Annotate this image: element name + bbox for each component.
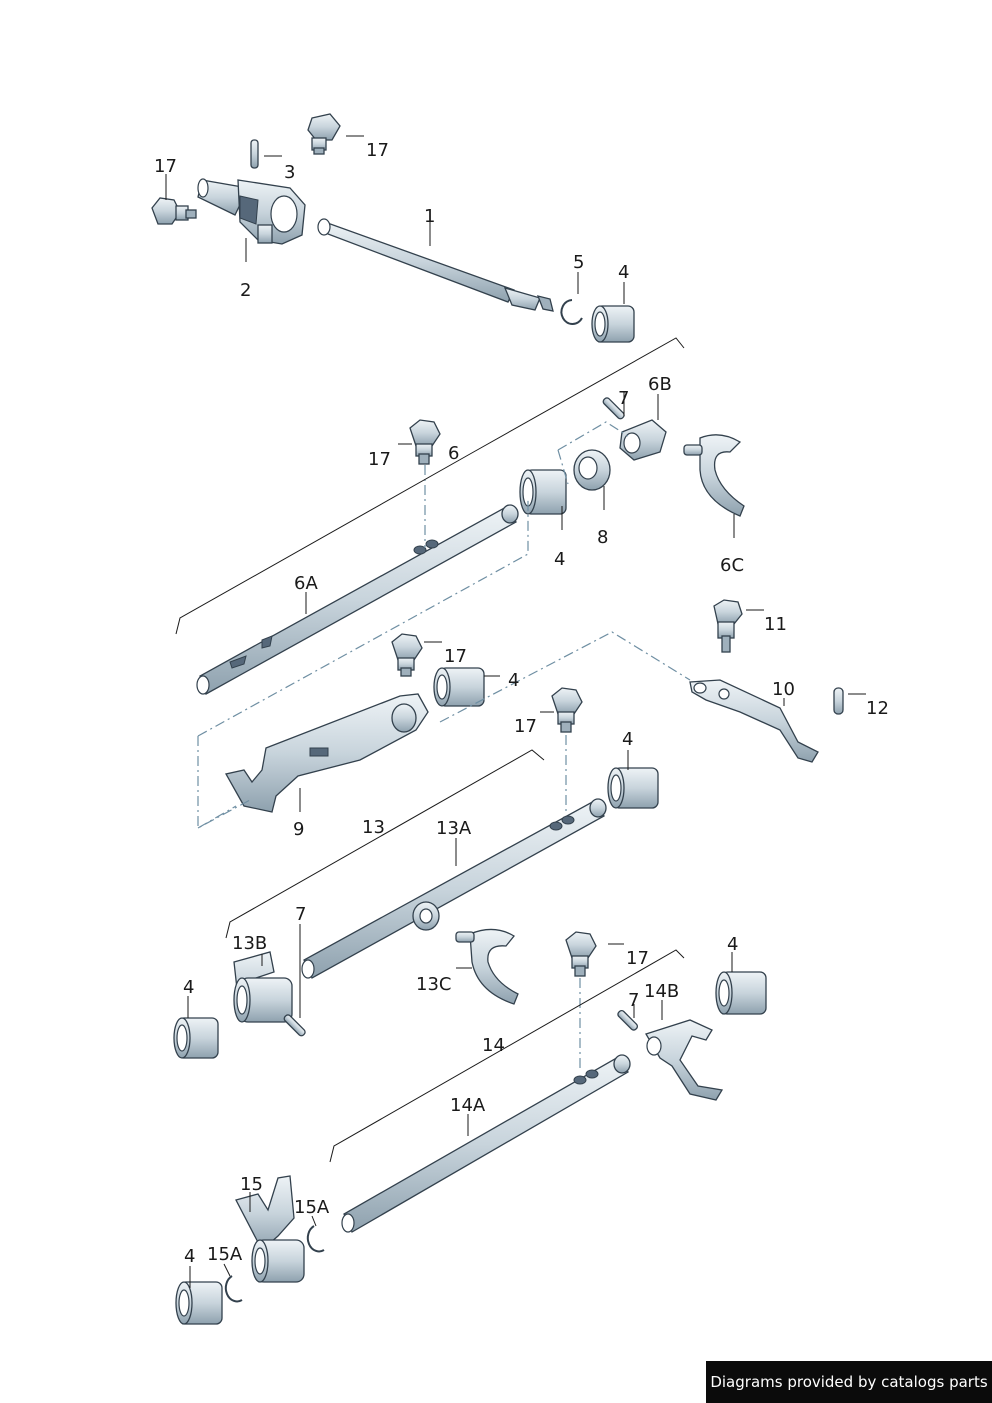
selector-15 — [235, 1175, 305, 1283]
callout-4: 4 — [622, 729, 633, 750]
callout-17: 17 — [444, 646, 467, 667]
leader-lines — [165, 135, 866, 1288]
pin-7-rod14 — [617, 1009, 639, 1031]
shift-rod-14-assembly — [175, 931, 767, 1325]
screw-plug-17-lever9 — [391, 633, 423, 677]
callout-4: 4 — [618, 262, 629, 283]
callout-11: 11 — [764, 614, 787, 635]
callout-4: 4 — [184, 1246, 195, 1267]
callout-7: 7 — [295, 904, 306, 925]
shaft-1 — [317, 218, 554, 312]
callout-4: 4 — [727, 934, 738, 955]
pin-12 — [833, 687, 844, 715]
callout-6A: 6A — [294, 573, 318, 594]
callout-7: 7 — [618, 388, 629, 409]
callout-7: 7 — [628, 990, 639, 1011]
callout-6B: 6B — [648, 374, 672, 395]
callout-4: 4 — [183, 977, 194, 998]
callout-labels: 17 3 17 1 2 5 4 7 6B 17 6 4 8 6C 6A 11 1… — [154, 140, 889, 1267]
screw-plug-17-left — [151, 197, 197, 225]
bushing-4-rod14 — [715, 971, 767, 1015]
callout-1: 1 — [424, 206, 435, 227]
pin-7-top — [602, 397, 625, 420]
callout-17: 17 — [368, 449, 391, 470]
callout-15: 15 — [240, 1174, 263, 1195]
callout-17: 17 — [514, 716, 537, 737]
callout-14B: 14B — [644, 981, 679, 1002]
shift-fork-6C — [683, 434, 745, 517]
callout-12: 12 — [866, 698, 889, 719]
top-shaft-assembly — [151, 113, 635, 343]
pin-3 — [250, 139, 259, 169]
bolt-11 — [713, 599, 743, 653]
credit-banner: Diagrams provided by catalogs parts — [706, 1361, 992, 1403]
callout-5: 5 — [573, 252, 584, 273]
callout-2: 2 — [240, 280, 251, 301]
shift-rod-13-assembly — [173, 687, 659, 1059]
selector-lever-9-assembly — [197, 500, 844, 830]
screw-plug-17-rod6 — [409, 419, 441, 465]
callout-14A: 14A — [450, 1095, 486, 1116]
screw-plug-17-top — [307, 113, 341, 155]
shift-rod-13A — [301, 798, 607, 979]
callout-6C: 6C — [720, 555, 744, 576]
callout-17: 17 — [154, 156, 177, 177]
selector-lever-9 — [225, 693, 429, 813]
callout-15A: 15A — [294, 1197, 330, 1218]
lever-10 — [689, 679, 819, 763]
screw-plug-17-rod13 — [551, 687, 583, 733]
callout-4: 4 — [508, 670, 519, 691]
callout-9: 9 — [293, 819, 304, 840]
callout-13A: 13A — [436, 818, 472, 839]
selector-housing-2 — [197, 178, 306, 245]
bushing-4-lever9 — [433, 667, 485, 707]
bushing-4-rod13 — [607, 767, 659, 809]
bushing-4-rod14-left — [175, 1281, 223, 1325]
circlip-15A-left — [224, 1275, 243, 1303]
shift-fork-13C — [455, 928, 519, 1005]
pin-7-rod13 — [283, 1014, 306, 1037]
callout-13: 13 — [362, 817, 385, 838]
bushing-4-rod6 — [519, 469, 567, 515]
callout-6: 6 — [448, 443, 459, 464]
shift-rod-14A — [341, 1054, 631, 1233]
bracket-lines — [175, 337, 685, 1163]
bushing-8 — [573, 449, 611, 491]
callout-4: 4 — [554, 549, 565, 570]
callout-13B: 13B — [232, 933, 267, 954]
callout-8: 8 — [597, 527, 608, 548]
selector-finger-6B — [619, 419, 667, 461]
callout-13C: 13C — [416, 974, 451, 995]
callout-3: 3 — [284, 162, 295, 183]
shift-fork-14B — [645, 1019, 724, 1101]
shift-rod-6A — [196, 504, 519, 695]
selector-13B — [233, 951, 293, 1023]
shift-rod-6-assembly — [196, 397, 745, 695]
bushing-4-top — [591, 305, 635, 343]
bushing-4-rod13-left — [173, 1017, 219, 1059]
circlip-15A-right — [306, 1225, 325, 1253]
callout-10: 10 — [772, 679, 795, 700]
callout-14: 14 — [482, 1035, 505, 1056]
screw-plug-17-rod14 — [565, 931, 597, 977]
circlip-5 — [560, 299, 583, 325]
callout-17: 17 — [626, 948, 649, 969]
callout-17: 17 — [366, 140, 389, 161]
callout-15A: 15A — [207, 1244, 243, 1265]
